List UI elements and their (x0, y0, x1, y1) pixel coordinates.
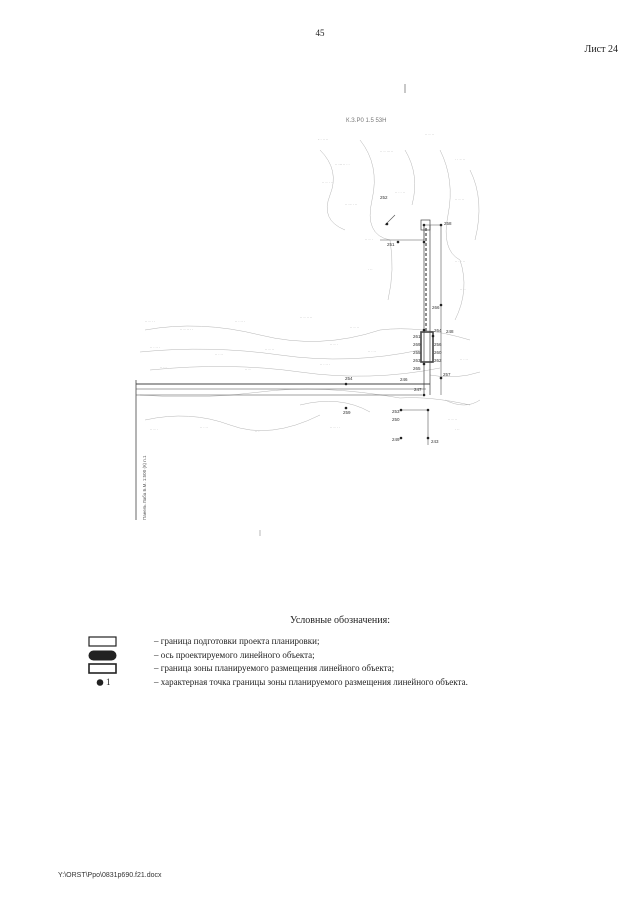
svg-text:255: 255 (413, 350, 421, 355)
svg-text:261: 261 (413, 334, 421, 339)
footer-file-path: Y:\ORST\Ppo\0831p690.f21.docx (58, 872, 162, 879)
svg-text:258: 258 (444, 221, 452, 226)
svg-text:253: 253 (392, 409, 400, 414)
svg-text:.. .. ..: .. .. .. (448, 416, 457, 421)
zone-boundary (380, 214, 442, 445)
svg-text:259: 259 (343, 410, 351, 415)
legend-item-zone-boundary: – граница зоны планируемого размещения л… (88, 663, 640, 675)
svg-text:.. .. . .: .. .. . . (145, 318, 155, 323)
page-number: 45 (315, 28, 325, 38)
svg-text:.. . .. .: .. . .. . (235, 318, 245, 323)
svg-text:.. .. ... ..: .. .. ... .. (380, 148, 393, 153)
svg-text:.. . .. .: .. . .. . (150, 344, 160, 349)
svg-text:.. . . ..: .. . . .. (395, 189, 405, 194)
legend-text: – характерная точка границы зоны планиру… (154, 677, 468, 687)
axis-line-icon (88, 650, 117, 661)
svg-text:246: 246 (400, 377, 408, 382)
svg-text:.. .: .. . (255, 428, 259, 433)
svg-text:269: 269 (413, 342, 421, 347)
planning-map: К.З.Р0 1.5 53Н - . .. .. .. ..- .. . . .… (135, 84, 481, 536)
point-label-group: 252 251 258 266 261 264 248 269 256 255 … (343, 195, 454, 444)
svg-text:.. ... . ..: .. ... . .. (345, 201, 357, 206)
svg-text:.. .. .: .. .. . (150, 426, 158, 431)
svg-text:.. .. . ..: .. .. . .. (322, 179, 333, 184)
svg-text:.. .. ..: .. .. .. (265, 346, 274, 351)
svg-text:250: 250 (392, 417, 400, 422)
svg-text:.. ..- .. . .: .. ..- .. . . (335, 161, 350, 166)
svg-text:264: 264 (434, 328, 442, 333)
svg-text:243: 243 (431, 439, 439, 444)
svg-text:.. .. ..: .. .. .. (455, 196, 464, 201)
svg-text:.. ..: .. .. (245, 366, 251, 371)
svg-text:.. . ..: .. . .. (200, 424, 208, 429)
svg-text:.. ..: .. .. (460, 286, 466, 291)
characteristic-points (344, 222, 443, 440)
svg-text:262: 262 (434, 358, 442, 363)
linear-object-axis (135, 219, 434, 520)
planning-boundary-icon (88, 636, 117, 647)
svg-text:265: 265 (413, 366, 421, 371)
svg-text:.. . . ..: .. . . .. (455, 258, 465, 263)
svg-text:256: 256 (434, 342, 442, 347)
svg-text:.. . .: .. . . (160, 364, 167, 369)
svg-text:.. . ..: .. . .. (368, 348, 376, 353)
svg-text:. ..: . .. (368, 266, 372, 271)
sheet-label: Лист 24 (584, 44, 618, 55)
svg-text:257: 257 (443, 372, 451, 377)
point-symbol-label: 1 (106, 677, 111, 687)
svg-text:.. .. .. ..: .. .. .. .. (300, 314, 312, 319)
svg-text:247: 247 (414, 387, 422, 392)
svg-text:254: 254 (345, 376, 353, 381)
legend-text: – ось проектируемого линейного объекта; (154, 650, 315, 660)
svg-text:- . .. ..: - . .. .. (318, 136, 328, 141)
vertical-label: Панель Лаба Б.М. 1:500 (К) п.1 (142, 455, 147, 520)
svg-text:263: 263 (413, 358, 421, 363)
svg-text:.. .. .. . .: .. .. .. . . (180, 326, 193, 331)
svg-text:.. .. ..: .. .. .. (350, 324, 359, 329)
characteristic-point-icon (96, 679, 104, 686)
district-label: К.З.Р0 1.5 53Н (346, 118, 386, 124)
svg-text:266: 266 (432, 305, 440, 310)
topo-contours (139, 139, 481, 431)
legend-item-planning-boundary: – граница подготовки проекта планировки; (88, 636, 640, 648)
legend-item-point: 1 – характерная точка границы зоны плани… (88, 677, 640, 689)
legend-text: – граница зоны планируемого размещения л… (154, 663, 395, 673)
svg-text:252: 252 (380, 195, 388, 200)
svg-text:.. .. ..: .. .. .. (425, 131, 434, 136)
zone-boundary-icon (88, 663, 117, 674)
svg-text:249: 249 (392, 437, 400, 442)
svg-text:.. .. . .: .. .. . . (330, 424, 340, 429)
svg-text:.. . .. .: .. . .. . (320, 361, 330, 366)
svg-text:260: 260 (434, 350, 442, 355)
svg-text:.. . ..: .. . .. (215, 351, 223, 356)
legend-text: – граница подготовки проекта планировки; (154, 636, 320, 646)
topo-labels: - . .. .. .. ..- .. . . .. .. ... .. .. … (145, 131, 468, 433)
svg-text:248: 248 (446, 329, 454, 334)
svg-text:251: 251 (387, 242, 395, 247)
legend-item-axis: – ось проектируемого линейного объекта; (88, 650, 640, 662)
svg-text:.. .. .: .. .. . (365, 236, 373, 241)
legend-title: Условные обозначения: (289, 615, 390, 626)
svg-text:.. .. .: .. .. . (330, 341, 338, 346)
svg-text:. . .. ..: . . .. .. (455, 156, 465, 161)
svg-text:.. . ..: .. . .. (460, 356, 468, 361)
svg-text:. ..: . .. (455, 426, 459, 431)
